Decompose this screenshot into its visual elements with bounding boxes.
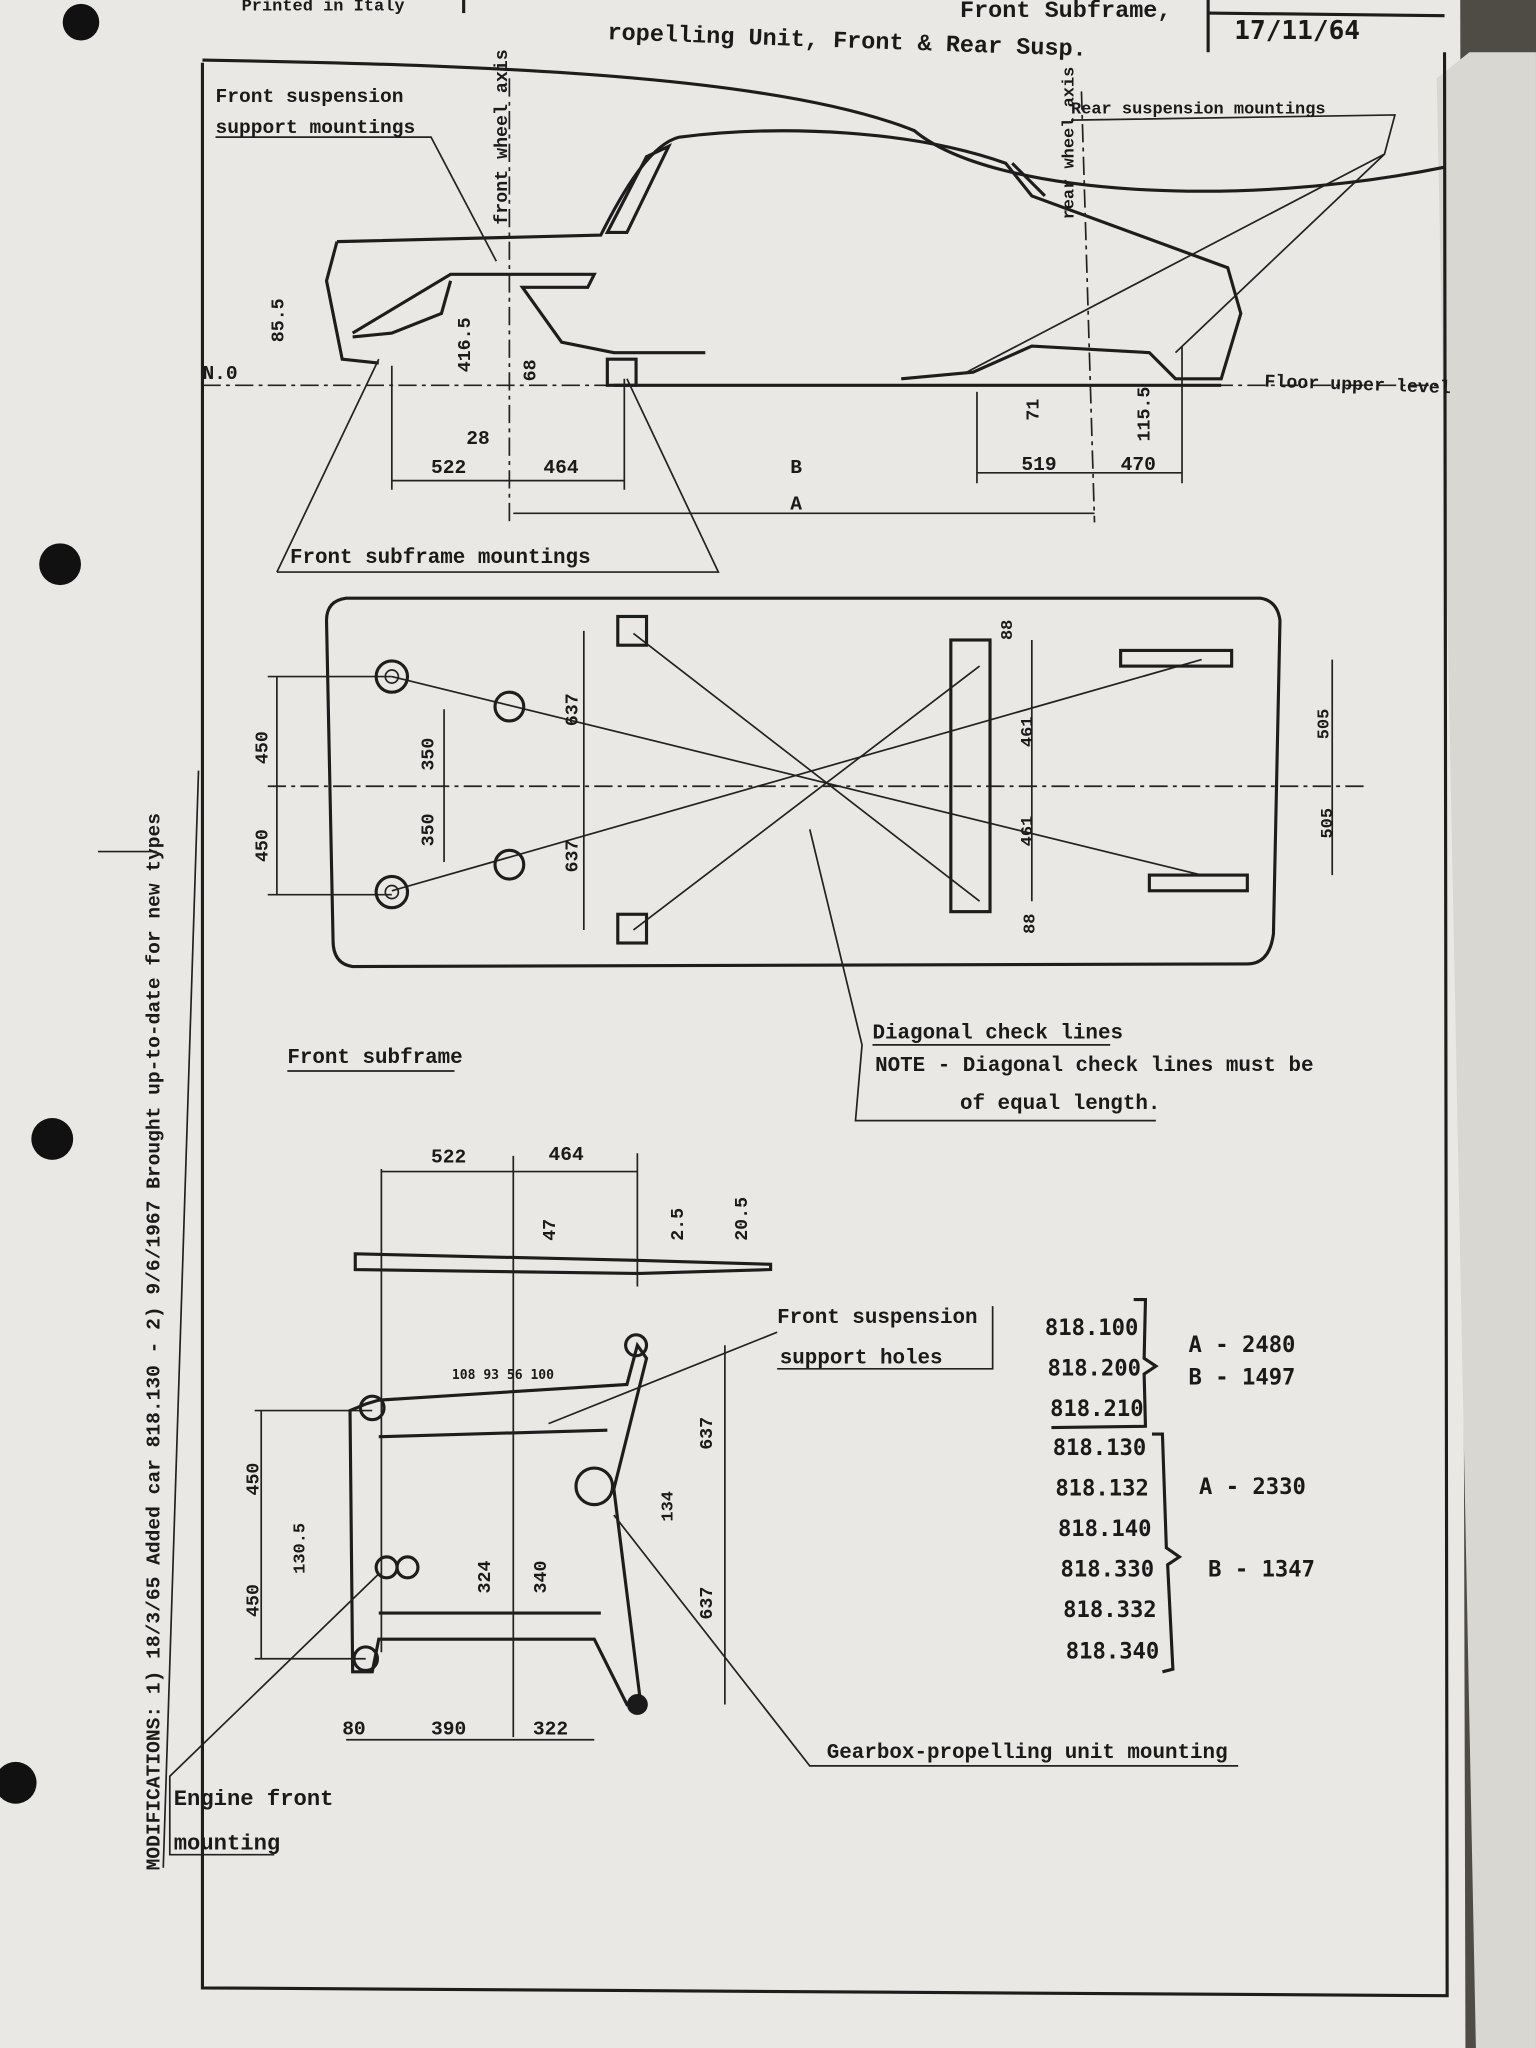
rear-wheel-axis-line [1080, 91, 1096, 523]
dim-450-top: 450 [245, 1463, 265, 1496]
dim-hole-spacing: 108 93 56 100 [452, 1368, 554, 1383]
gearbox-mounting-label: Gearbox-propelling unit mounting [827, 1742, 1228, 1765]
model-code: 818.140 [1058, 1516, 1152, 1542]
frame-border [200, 52, 1449, 1998]
model-code: 818.130 [1053, 1435, 1147, 1461]
dim-115-5: 115.5 [1135, 387, 1155, 442]
engine-mounting-label-1: Engine front [174, 1787, 334, 1812]
dim-88-top: 88 [999, 620, 1018, 640]
dim-47: 47 [541, 1219, 561, 1241]
dim-450-bottom: 450 [254, 829, 274, 862]
title-block-line [202, 58, 1445, 193]
dim-637-bottom: 637 [563, 840, 583, 873]
model-code: 818.200 [1047, 1355, 1141, 1381]
dim-350-bottom: 350 [420, 813, 440, 846]
floor-plan-outline [324, 596, 1282, 969]
punch-hole [0, 1761, 37, 1804]
dim-88-bottom: 88 [1021, 913, 1040, 933]
model-code: 818.340 [1066, 1639, 1160, 1665]
punch-hole [62, 3, 100, 41]
dim-68: 68 [522, 359, 542, 381]
dim-2-5: 2.5 [669, 1208, 689, 1241]
group2-A-value: A - 2330 [1199, 1474, 1306, 1500]
engine-mounting-label-2: mounting [174, 1831, 281, 1856]
title-line-1: Front Subframe, [960, 0, 1172, 25]
dim-519: 519 [1021, 454, 1056, 476]
front-susp-mount-label-1: Front suspension [216, 86, 404, 108]
dim-B: B [790, 457, 802, 479]
group2-B-value: B - 1347 [1208, 1556, 1315, 1582]
dim-450-bottom: 450 [245, 1584, 265, 1617]
dim-71: 71 [1024, 399, 1044, 421]
punch-hole [39, 543, 81, 586]
dim-134: 134 [660, 1491, 679, 1522]
drawing-date: 17/11/64 [1234, 16, 1360, 46]
model-code: 818.100 [1045, 1315, 1139, 1341]
paper-sheet [0, 0, 1466, 2048]
datum-label: N.0 [202, 363, 237, 385]
model-code: 818.332 [1063, 1597, 1157, 1623]
dim-461-bottom: 461 [1019, 816, 1038, 847]
note-line-1: NOTE - Diagonal check lines must be [875, 1055, 1313, 1078]
dim-20-5: 20.5 [733, 1197, 753, 1241]
dim-390: 390 [431, 1719, 466, 1741]
subframe-view: Front subframe 522 464 47 2.5 20.5 Front… [168, 1047, 1239, 1856]
dim-350-top: 350 [420, 738, 440, 771]
model-dimension-table: 818.100 818.200 818.210 A - 2480 B - 149… [1045, 1298, 1315, 1674]
dim-470: 470 [1121, 454, 1156, 476]
front-wheel-axis-label: front wheel axis [493, 49, 513, 224]
dim-A: A [790, 493, 802, 515]
rear-susp-mount-label: Rear suspension mountings [1071, 101, 1326, 120]
dim-464: 464 [543, 457, 578, 479]
punch-hole [31, 1118, 74, 1160]
dim-505-top: 505 [1315, 709, 1334, 740]
dim-505-bottom: 505 [1319, 808, 1338, 839]
modifications-note: MODIFICATIONS: 1) 18/3/65 Added car 818.… [143, 813, 165, 1870]
dim-416-5: 416.5 [456, 317, 476, 372]
dim-637-top: 637 [698, 1417, 718, 1450]
dim-450-top: 450 [254, 731, 274, 764]
front-subframe-mountings-label: Front subframe mountings [290, 547, 591, 570]
printed-in-italy: Printed in Italy [242, 0, 405, 16]
model-code: 818.132 [1055, 1475, 1149, 1501]
note-line-2: of equal length. [960, 1093, 1160, 1116]
front-susp-holes-label-2: support holes [780, 1348, 943, 1371]
dim-80: 80 [342, 1719, 366, 1741]
dim-464: 464 [549, 1144, 584, 1166]
dim-637-bottom: 637 [698, 1587, 718, 1620]
front-susp-mount-label-2: support mountings [216, 117, 416, 139]
rear-wheel-axis-label: rear wheel axis [1061, 67, 1080, 220]
plan-view: 450 450 350 350 637 637 88 88 461 461 50… [254, 596, 1365, 1122]
side-view: Front suspension support mountings front… [202, 49, 1451, 573]
dim-324: 324 [476, 1561, 496, 1594]
underlying-sheet [1436, 52, 1536, 2048]
dim-322: 322 [533, 1719, 568, 1741]
model-code: 818.330 [1061, 1556, 1155, 1582]
front-susp-holes-label-1: Front suspension [777, 1307, 977, 1330]
diagonal-check-lines-label: Diagonal check lines [872, 1022, 1123, 1045]
dim-461-top: 461 [1019, 717, 1038, 748]
group1-B-value: B - 1497 [1189, 1364, 1296, 1390]
front-subframe-title: Front subframe [287, 1047, 462, 1070]
dim-85-5: 85.5 [269, 298, 289, 342]
dim-637-top: 637 [563, 693, 583, 726]
dim-522: 522 [431, 1146, 466, 1168]
group1-A-value: A - 2480 [1189, 1332, 1296, 1358]
dim-28: 28 [466, 428, 490, 450]
dim-522: 522 [431, 457, 466, 479]
model-code: 818.210 [1050, 1396, 1144, 1422]
dim-130-5: 130.5 [291, 1523, 310, 1574]
dim-340: 340 [532, 1561, 552, 1594]
